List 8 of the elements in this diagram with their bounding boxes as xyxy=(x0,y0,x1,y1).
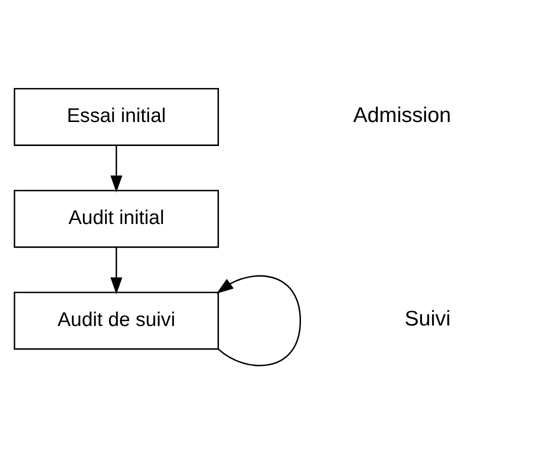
node-box: Audit initial xyxy=(14,189,219,248)
label: Admission xyxy=(353,103,452,126)
label: Suivi xyxy=(404,307,451,330)
arrow xyxy=(216,274,301,366)
arrow xyxy=(110,144,122,192)
arrow xyxy=(110,246,122,294)
node-box: Audit de suivi xyxy=(14,291,219,350)
node-box: Essai initial xyxy=(14,87,219,146)
